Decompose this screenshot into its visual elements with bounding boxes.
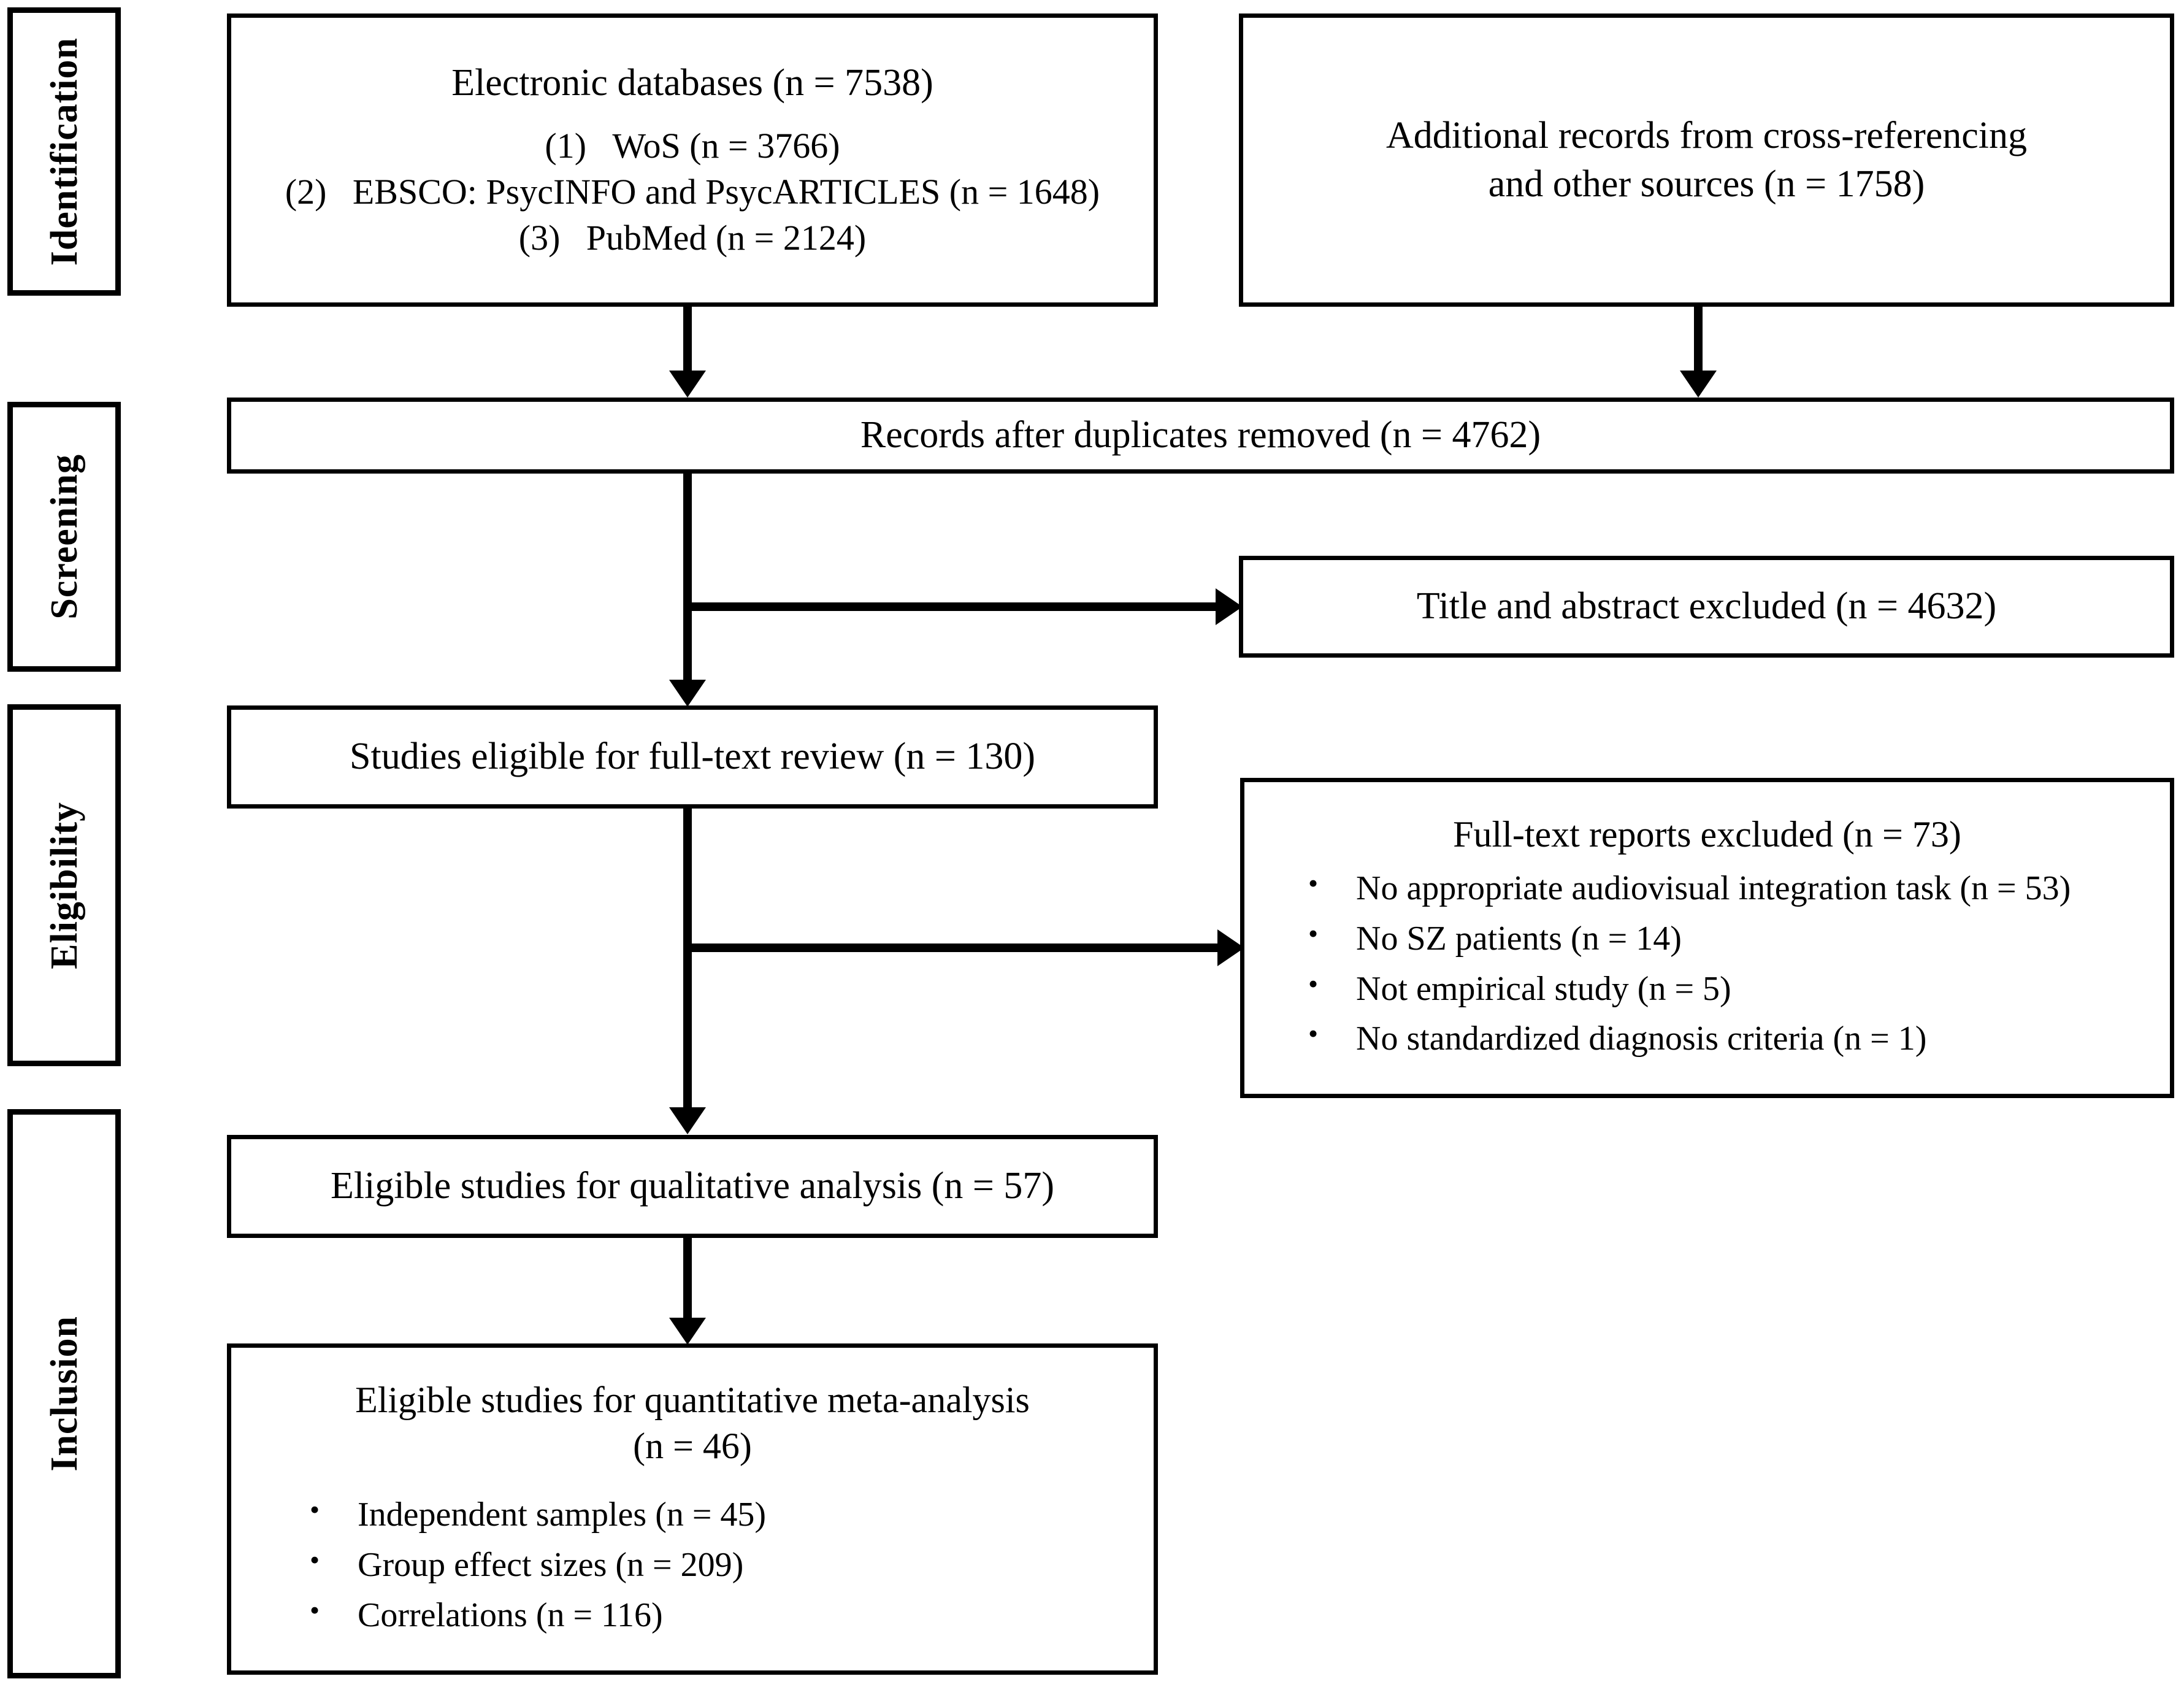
arrowhead-screening-to-eligibility	[669, 680, 706, 707]
full-text-excluded-reason: No standardized diagnosis criteria (n = …	[1303, 1013, 2155, 1064]
title-abstract-excluded-title: Title and abstract excluded (n = 4632)	[1416, 585, 1997, 628]
connector-eligibility-spine	[683, 809, 692, 1115]
quantitative-meta-analysis-detail: Group effect sizes (n = 209)	[305, 1539, 1139, 1591]
full-text-excluded-reason-list: No appropriate audiovisual integration t…	[1259, 863, 2155, 1064]
stage-label-identification: Identification	[43, 37, 85, 266]
database-source-row: (1) WoS (n = 3766)	[247, 123, 1138, 169]
connector-additional-records-to-screening	[1694, 307, 1703, 374]
qualitative-analysis-title: Eligible studies for qualitative analysi…	[331, 1165, 1054, 1207]
quantitative-meta-analysis-detail: Independent samples (n = 45)	[305, 1489, 1139, 1540]
box-full-text-eligible: Studies eligible for full-text review (n…	[227, 705, 1158, 809]
connector-identification-to-screening-left	[683, 307, 692, 374]
database-source-text: WoS (n = 3766)	[612, 125, 840, 166]
stage-box-screening: Screening	[7, 402, 121, 672]
quantitative-meta-analysis-detail-list: Independent samples (n = 45) Group effec…	[246, 1489, 1139, 1641]
full-text-excluded-reason: No appropriate audiovisual integration t…	[1303, 863, 2155, 914]
database-source-row: (3) PubMed (n = 2124)	[247, 215, 1138, 261]
box-full-text-excluded: Full-text reports excluded (n = 73) No a…	[1240, 778, 2174, 1098]
quantitative-meta-analysis-detail: Correlations (n = 116)	[305, 1589, 1139, 1641]
box-additional-records: Additional records from cross-referencin…	[1239, 13, 2174, 307]
full-text-eligible-title: Studies eligible for full-text review (n…	[350, 736, 1035, 778]
quantitative-meta-analysis-title-line-2: (n = 46)	[633, 1426, 752, 1467]
stage-box-identification: Identification	[7, 7, 121, 296]
connector-screening-spine	[683, 474, 692, 688]
quantitative-meta-analysis-title-line-1: Eligible studies for quantitative meta-a…	[355, 1380, 1030, 1421]
additional-records-line-2: and other sources (n = 1758)	[1488, 163, 1925, 205]
box-electronic-databases: Electronic databases (n = 7538) (1) WoS …	[227, 13, 1158, 307]
box-title-abstract-excluded: Title and abstract excluded (n = 4632)	[1239, 556, 2174, 658]
stage-label-screening: Screening	[43, 454, 85, 620]
database-source-text: PubMed (n = 2124)	[586, 218, 867, 258]
database-source-text: EBSCO: PsycINFO and PsycARTICLES (n = 16…	[352, 171, 1100, 212]
stage-label-inclusion: Inclusion	[43, 1316, 85, 1472]
stage-label-eligibility: Eligibility	[43, 801, 85, 969]
arrowhead-qualitative-to-quantitative	[669, 1318, 706, 1345]
full-text-excluded-title: Full-text reports excluded (n = 73)	[1453, 814, 1961, 855]
arrowhead-eligibility-to-inclusion	[669, 1107, 706, 1134]
connector-qualitative-to-quantitative	[683, 1238, 692, 1323]
connector-screening-to-excluded	[688, 602, 1227, 611]
database-source-index: (3)	[518, 218, 561, 258]
box-quantitative-meta-analysis: Eligible studies for quantitative meta-a…	[227, 1343, 1158, 1675]
database-source-index: (2)	[285, 171, 327, 212]
connector-eligibility-to-excluded	[688, 943, 1230, 952]
database-source-row: (2) EBSCO: PsycINFO and PsycARTICLES (n …	[247, 169, 1138, 215]
full-text-excluded-reason: Not empirical study (n = 5)	[1303, 963, 2155, 1015]
arrowhead-identification-to-screening-left	[669, 371, 706, 398]
electronic-databases-title: Electronic databases (n = 7538)	[451, 62, 933, 104]
arrowhead-screening-to-excluded	[1216, 588, 1243, 625]
additional-records-line-1: Additional records from cross-referencin…	[1386, 114, 2027, 156]
stage-box-inclusion: Inclusion	[7, 1109, 121, 1678]
box-duplicates-removed: Records after duplicates removed (n = 47…	[227, 398, 2174, 474]
full-text-excluded-reason: No SZ patients (n = 14)	[1303, 913, 2155, 964]
duplicates-removed-title: Records after duplicates removed (n = 47…	[860, 414, 1541, 456]
arrowhead-eligibility-to-excluded	[1217, 929, 1244, 966]
arrowhead-additional-records-to-screening	[1680, 371, 1717, 398]
box-qualitative-analysis: Eligible studies for qualitative analysi…	[227, 1135, 1158, 1238]
database-source-index: (1)	[545, 125, 587, 166]
stage-box-eligibility: Eligibility	[7, 704, 121, 1066]
